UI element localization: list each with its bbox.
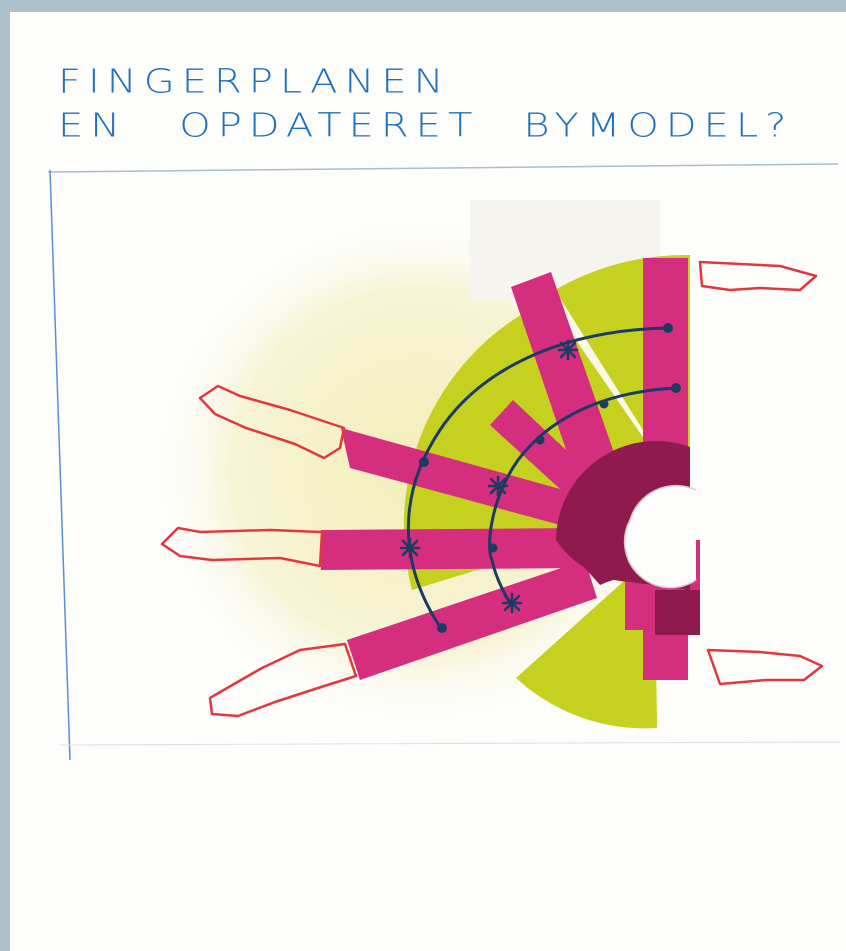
finger-arrow-ne xyxy=(700,262,816,290)
rail-station-star xyxy=(489,477,507,495)
bottom-rule xyxy=(60,742,840,745)
station-dot xyxy=(663,323,673,333)
station-dot xyxy=(536,436,545,445)
top-rule xyxy=(48,164,838,172)
station-dot xyxy=(437,623,447,633)
rail-station-star xyxy=(401,539,419,557)
rail-station-star xyxy=(503,594,521,612)
station-dot xyxy=(489,544,498,553)
rail-station-star xyxy=(559,341,577,359)
left-rule xyxy=(50,170,70,760)
finger-west xyxy=(321,528,585,570)
station-dot xyxy=(419,457,429,467)
finger-arrow-se xyxy=(708,650,822,684)
station-dot xyxy=(671,383,681,393)
station-dot xyxy=(600,400,609,409)
core-tail xyxy=(655,590,700,635)
